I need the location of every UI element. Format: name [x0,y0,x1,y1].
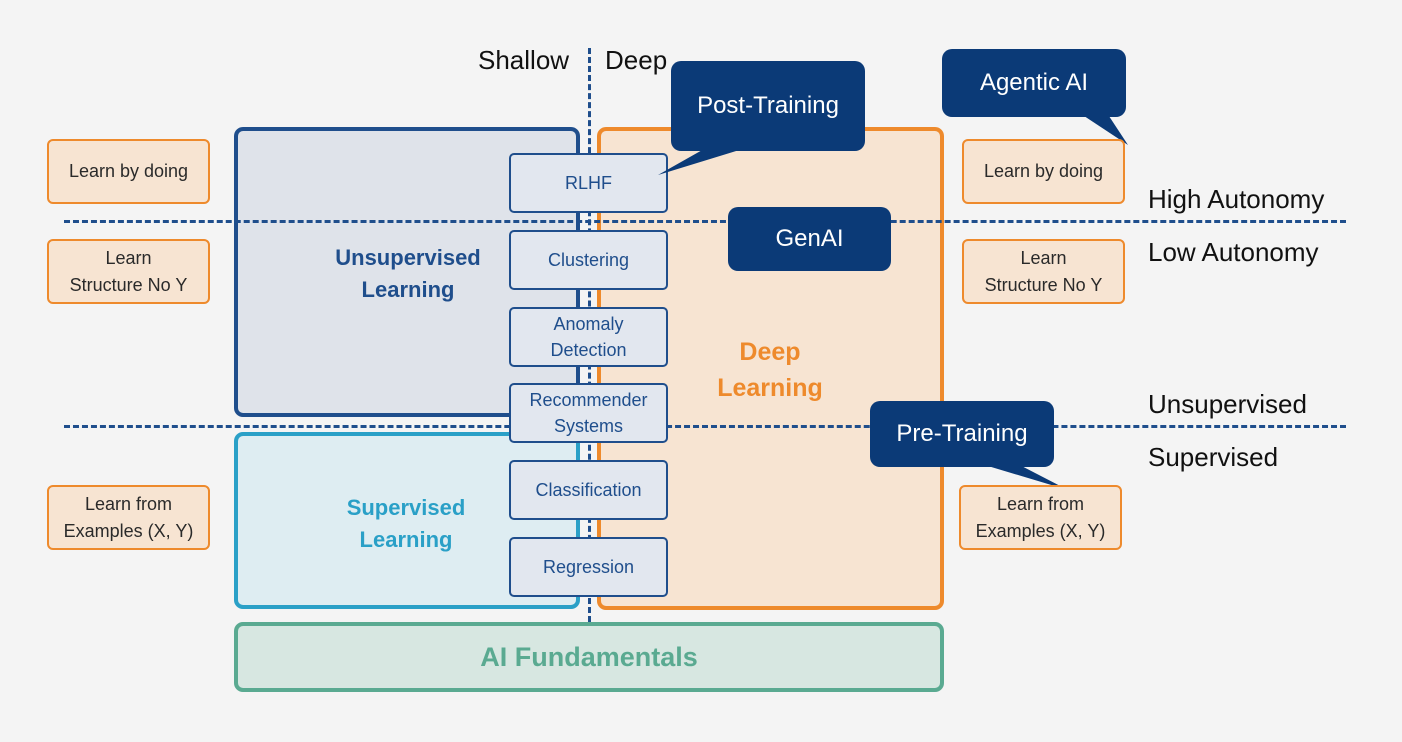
deep-learning-title: Deep Learning [717,338,823,402]
ai-fundamentals-bar: AI Fundamentals [234,622,944,692]
unsupervised-learning-title: Unsupervised Learning [335,245,481,302]
shallow-label: Shallow [478,45,570,75]
autonomy-divider [64,220,1346,223]
left-card-learn-by-doing: Learn by doing [47,139,210,204]
genai-callout: GenAI [728,207,891,271]
method-regression: Regression [509,537,668,597]
method-rlhf: RLHF [509,153,668,213]
pre-training-callout-tail [968,460,1068,490]
post-training-callout: Post-Training [671,61,865,151]
supervised-learning-title: Supervised Learning [346,495,466,552]
right-card-learn-by-doing: Learn by doing [962,139,1125,204]
high-autonomy-label: High Autonomy [1148,184,1325,214]
supervision-divider [64,425,1346,428]
supervised-label: Supervised [1148,442,1279,472]
deep-label: Deep [605,45,668,75]
ai-fundamentals-label: AI Fundamentals [480,641,698,672]
method-classification: Classification [509,460,668,520]
method-clustering: Clustering [509,230,668,290]
agentic-ai-callout-tail [1075,110,1128,145]
low-autonomy-label: Low Autonomy [1148,237,1319,267]
unsupervised-label: Unsupervised [1148,389,1307,419]
agentic-ai-callout: Agentic AI [942,49,1126,117]
pre-training-callout: Pre-Training [870,401,1054,467]
